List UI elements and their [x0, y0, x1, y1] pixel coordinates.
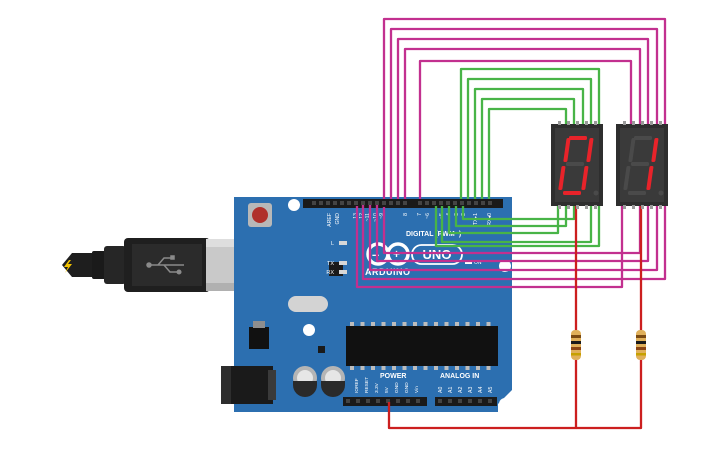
segment-d	[628, 191, 646, 195]
power-pin-label: GND	[404, 382, 410, 393]
power-pin-labels: IOREF RESET 3.3V 5V GND GND Vin	[354, 377, 420, 393]
segment-g	[631, 162, 649, 166]
segment-f	[628, 138, 636, 162]
segment-d	[563, 191, 581, 195]
segment-e	[623, 166, 631, 190]
digital-header[interactable]	[303, 199, 503, 208]
analog-pin-label: A3	[468, 387, 474, 393]
analog-header[interactable]	[435, 397, 497, 406]
power-pin-label: IOREF	[354, 378, 360, 393]
decimal-point	[658, 190, 664, 196]
power-jack[interactable]	[221, 366, 276, 404]
capacitor-1	[293, 366, 317, 397]
segment-a	[569, 136, 587, 140]
segment-f	[563, 138, 571, 162]
power-label: POWER	[380, 373, 406, 380]
segment-c	[581, 166, 589, 190]
resistor-1[interactable]	[571, 330, 581, 360]
digital-pin-label: ~6	[425, 213, 431, 219]
brand-label: ARDUINO	[365, 267, 411, 277]
digital-pin-label: 8	[403, 213, 409, 216]
red-wire[interactable]	[387, 206, 643, 430]
digital-pin-label: ~11	[365, 213, 371, 222]
seven-segment-display-2[interactable]	[616, 121, 668, 209]
analog-pin-label: A2	[458, 387, 464, 393]
power-pin-label: RESET	[364, 377, 370, 393]
reset-button[interactable]	[248, 203, 272, 227]
segment-b	[586, 138, 594, 162]
led-label: L	[331, 241, 334, 247]
power-pin-label: GND	[394, 382, 400, 393]
on-label: ON	[474, 260, 482, 266]
status-led-labels: L TX RX	[326, 241, 347, 276]
digital-pin-label: GND	[335, 213, 341, 225]
svg-text:–: –	[372, 247, 379, 262]
digital-pin-label: 7	[417, 213, 423, 216]
led-label: RX	[326, 270, 334, 276]
segment-b	[651, 138, 659, 162]
analog-pin-labels: A0 A1 A2 A3 A4 A5	[438, 387, 494, 393]
analog-pin-label: A0	[438, 387, 444, 393]
power-pin-label: 3.3V	[374, 382, 380, 393]
svg-text:UNO: UNO	[423, 247, 452, 262]
segment-a	[634, 136, 652, 140]
led-label: TX	[327, 261, 334, 267]
power-header[interactable]	[343, 397, 427, 406]
analog-pin-label: A4	[478, 387, 484, 393]
segment-c	[646, 166, 654, 190]
power-pin-label: Vin	[414, 386, 420, 393]
lightning-icon	[64, 260, 72, 273]
usb-symbol-icon	[146, 255, 184, 275]
digital-label: DIGITAL (PWM~)	[406, 231, 461, 238]
analog-pin-label: A5	[488, 387, 494, 393]
resistor-2[interactable]	[636, 330, 646, 360]
capacitor-2	[321, 366, 345, 397]
analog-pin-label: A1	[448, 387, 454, 393]
segment-g	[566, 162, 584, 166]
digital-pin-label: ~9	[379, 213, 385, 219]
segment-e	[558, 166, 566, 190]
analog-label: ANALOG IN	[440, 373, 479, 380]
decimal-point	[593, 190, 599, 196]
digital-pin-label: AREF	[327, 213, 333, 227]
seven-segment-display-1[interactable]	[551, 121, 603, 209]
usb-cable[interactable]	[62, 238, 262, 292]
power-pin-label: 5V	[384, 386, 390, 393]
atmega-chip	[346, 322, 498, 370]
